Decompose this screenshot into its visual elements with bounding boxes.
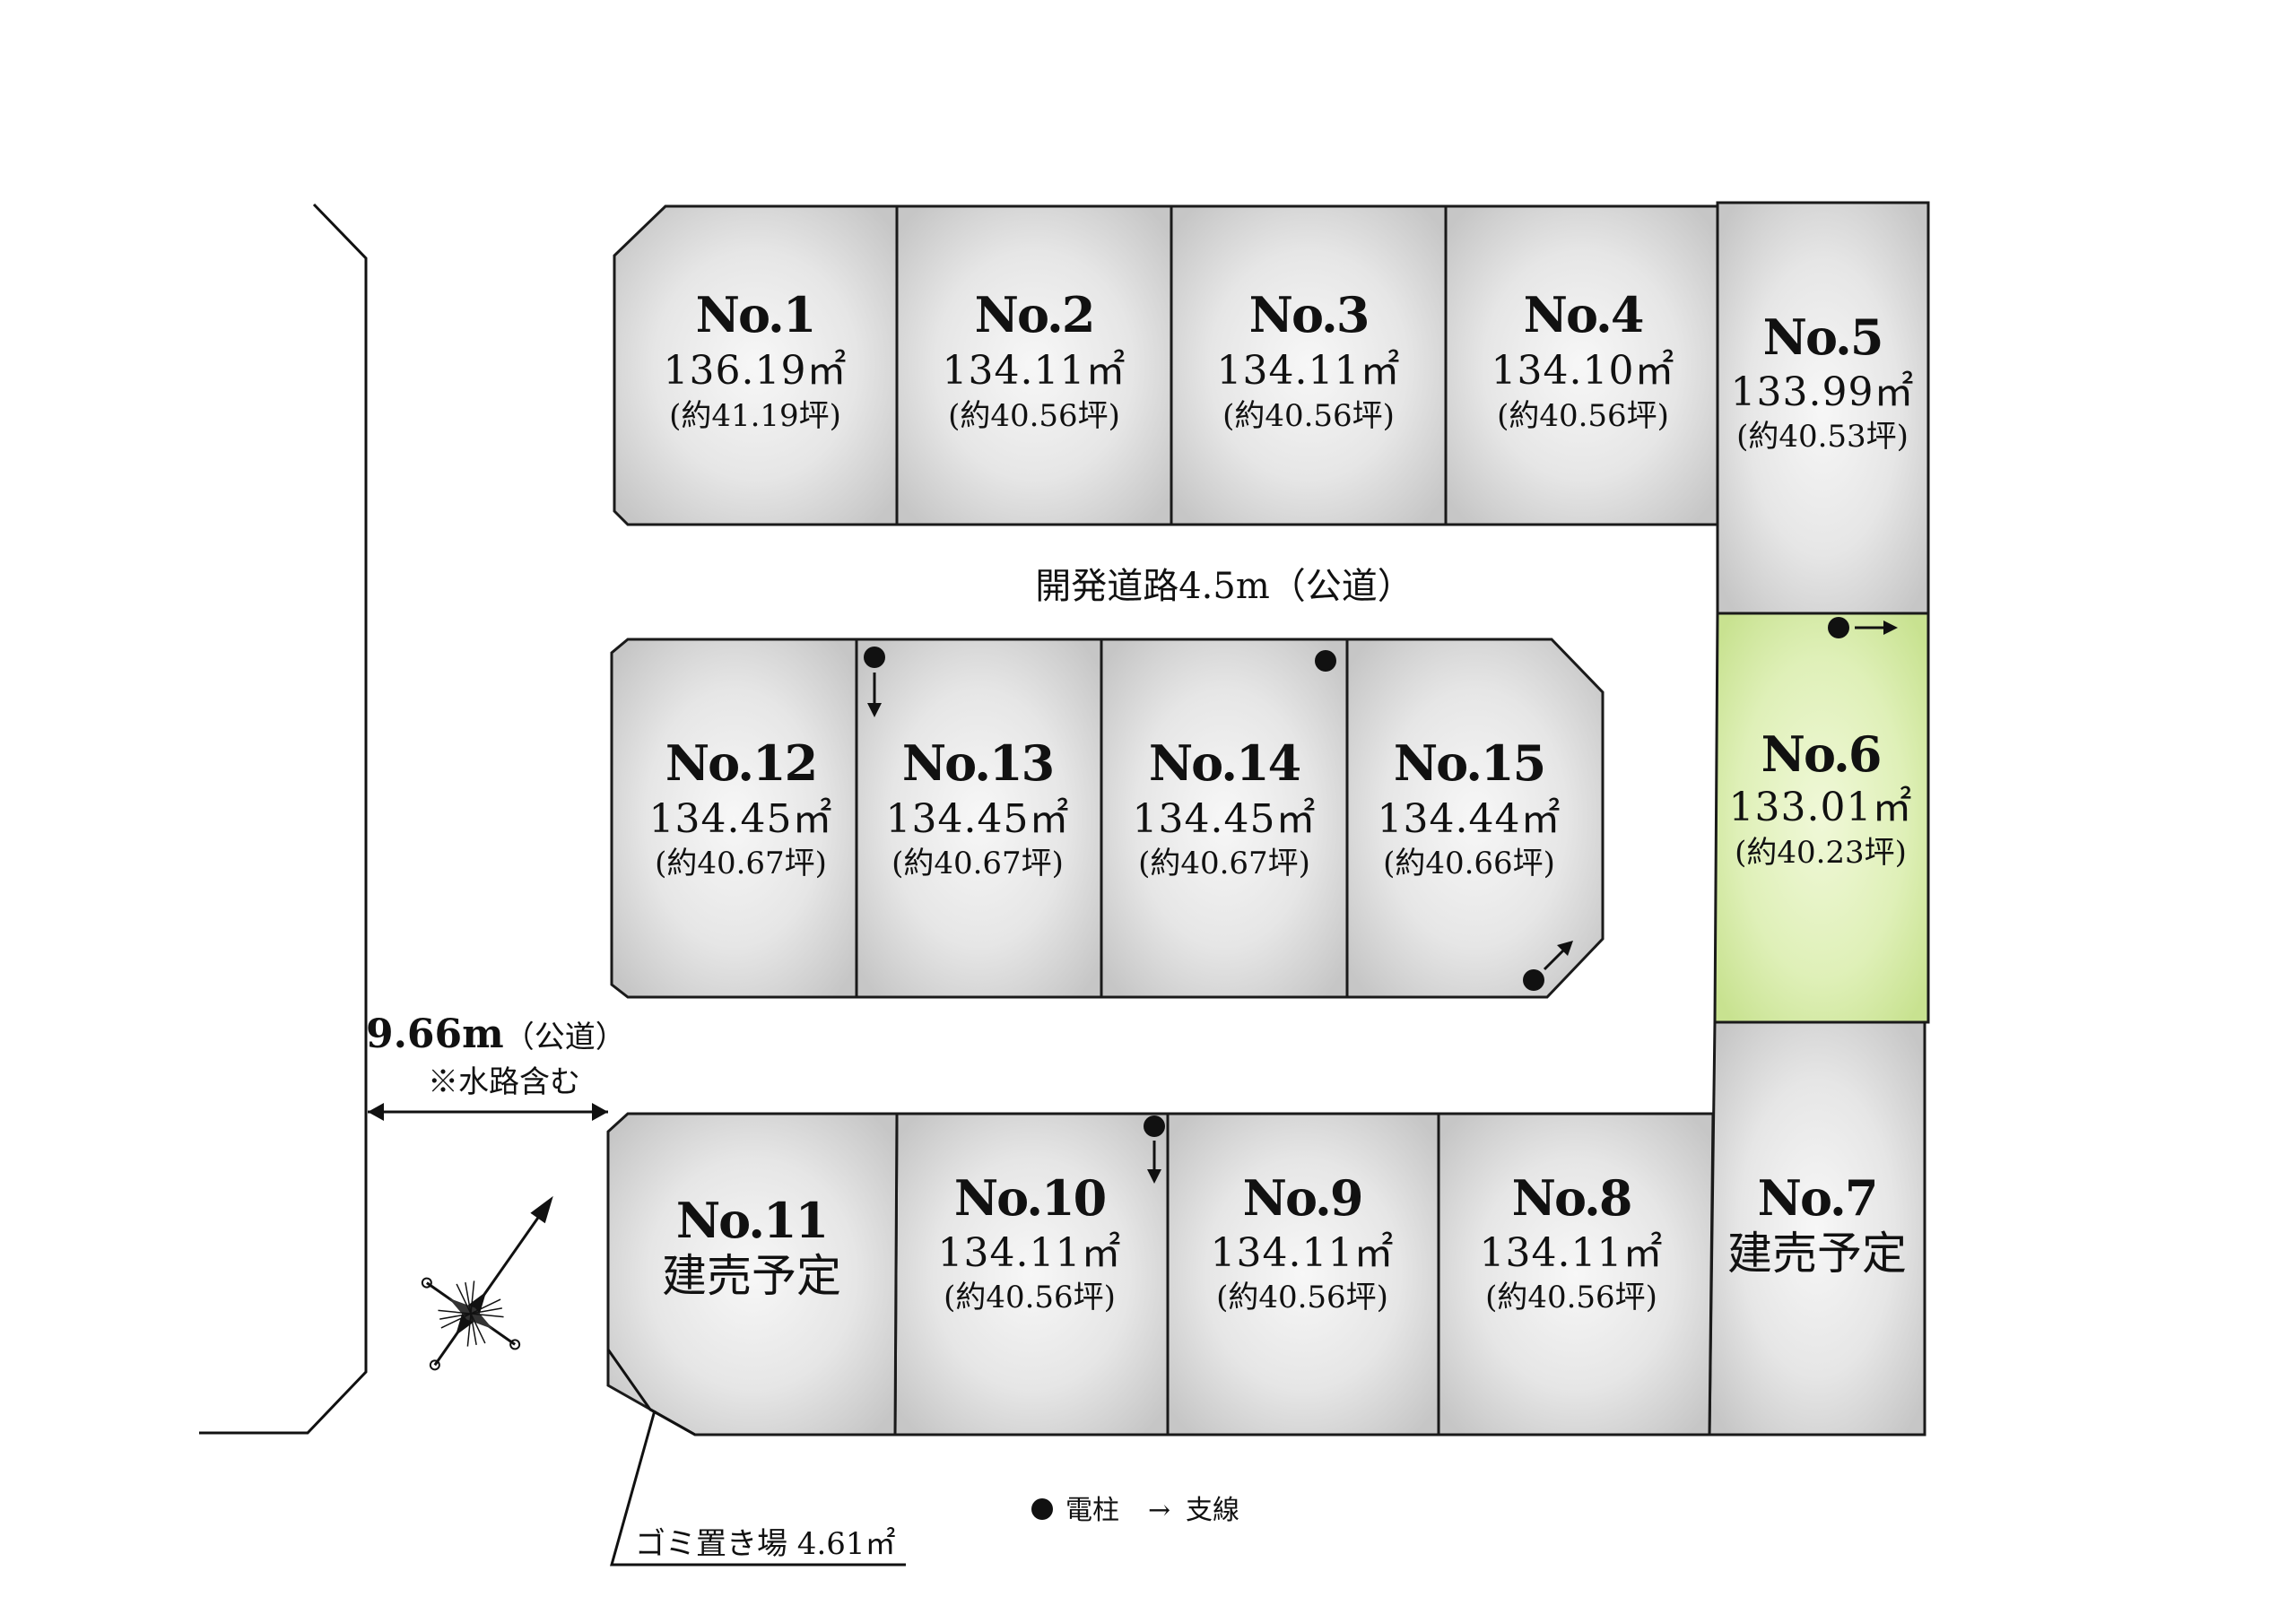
lot-3-label: No.3 134.11㎡ (約40.56坪) [1217,286,1401,434]
lot-11-label: No.11 建売予定 [662,1192,841,1302]
lot-7-label: No.7 建売予定 [1727,1169,1907,1280]
lot-tsubo: (約40.53坪) [1736,419,1909,455]
utility-pole-icon [864,647,885,668]
lot-12-label: No.12 134.45㎡ (約40.67坪) [649,734,833,881]
guy-wire-arrow-icon [1147,1141,1161,1184]
legend-pole-label: 電柱 [1065,1495,1119,1526]
lot-note: 建売予定 [1727,1228,1907,1280]
lot-number: No.7 [1758,1169,1877,1227]
garbage-area-outline [606,1349,696,1436]
legend: 電柱 → 支線 [1031,1495,1239,1526]
public-road-width-label: 9.66m（公道） [366,1011,626,1057]
lot-tsubo: (約40.23坪) [1735,835,1907,871]
lot-area: 134.11㎡ [1211,1230,1395,1276]
public-road-note: ※水路含む [428,1064,580,1100]
legend-pole-icon [1031,1498,1053,1520]
lot-number: No.13 [902,734,1053,792]
lot-labels: No.1 136.19㎡ (約41.19坪) No.2 134.11㎡ (約40… [649,286,1915,1315]
road-boundary-left [199,203,368,1435]
guy-wire-arrow-icon [1855,621,1898,635]
utility-pole-icon [1828,617,1849,638]
lot-number: No.4 [1524,286,1643,343]
lot-area: 134.45㎡ [1133,796,1317,842]
lot-number: No.14 [1149,734,1300,792]
public-road-type: （公道） [504,1020,626,1055]
lot-15-label: No.15 134.44㎡ (約40.66坪) [1378,734,1561,881]
lot-number: No.8 [1512,1169,1631,1227]
garbage-area-label: ゴミ置き場 4.61㎡ [635,1526,896,1562]
lot-15[interactable] [1345,638,1605,999]
lot-number: No.12 [665,734,816,792]
lot-1-label: No.1 136.19㎡ (約41.19坪) [664,286,848,434]
garbage-area-callout: ゴミ置き場 4.61㎡ [610,1410,906,1567]
lot-14-label: No.14 134.45㎡ (約40.67坪) [1133,734,1317,881]
lot-tsubo: (約40.67坪) [1138,846,1310,881]
lot-area: 134.11㎡ [1217,348,1401,394]
lot-area: 133.01㎡ [1729,785,1913,830]
utility-pole-icon [1315,650,1336,672]
lot-number: No.9 [1243,1169,1362,1227]
lot-8-label: No.8 134.11㎡ (約40.56坪) [1480,1169,1664,1315]
lot-tsubo: (約40.66坪) [1383,846,1555,881]
lot-tsubo: (約40.56坪) [1485,1280,1657,1315]
lot-note: 建売予定 [662,1250,841,1302]
lot-number: No.6 [1761,725,1881,783]
lot-area: 136.19㎡ [664,348,848,394]
lot-tsubo: (約41.19坪) [669,398,841,434]
lot-area: 134.45㎡ [649,796,833,842]
dev-road-label: 開発道路4.5m（公道） [1035,566,1413,607]
lot-area: 134.11㎡ [943,348,1126,394]
lot-area: 134.45㎡ [886,796,1070,842]
road-width-dimension [368,1103,608,1121]
lot-5-label: No.5 133.99㎡ (約40.53坪) [1731,308,1915,455]
lot-number: No.11 [676,1192,827,1249]
utility-pole-icon [1144,1115,1165,1137]
lot-9-label: No.9 134.11㎡ (約40.56坪) [1211,1169,1395,1315]
lot-tsubo: (約40.67坪) [655,846,827,881]
lot-number: No.5 [1763,308,1883,366]
lot-tsubo: (約40.56坪) [1216,1280,1388,1315]
lot-number: No.3 [1249,286,1369,343]
lot-number: No.15 [1394,734,1544,792]
guy-wire-arrow-icon [1543,941,1573,971]
lot-4-label: No.4 134.10㎡ (約40.56坪) [1492,286,1675,434]
lot-tsubo: (約40.56坪) [944,1280,1116,1315]
lot-10-label: No.10 134.11㎡ (約40.56坪) [938,1169,1122,1315]
north-arrow-compass-rose-icon [421,1195,553,1371]
lot-6[interactable] [1713,612,1930,1024]
lot-area: 134.10㎡ [1492,348,1675,394]
legend-guy-wire-label: 支線 [1186,1495,1239,1526]
lot-6-label: No.6 133.01㎡ (約40.23坪) [1729,725,1913,871]
lot-area: 133.99㎡ [1731,369,1915,415]
lot-number: No.1 [696,286,815,343]
legend-arrow-icon: → [1148,1495,1170,1526]
lot-layer [606,201,1930,1436]
lot-number: No.10 [954,1169,1106,1227]
lot-2-label: No.2 134.11㎡ (約40.56坪) [943,286,1126,434]
lot-13-label: No.13 134.45㎡ (約40.67坪) [886,734,1070,881]
lot-tsubo: (約40.56坪) [1222,398,1395,434]
utility-pole-icon [1523,969,1544,991]
lot-area: 134.44㎡ [1378,796,1561,842]
lot-area: 134.11㎡ [1480,1230,1664,1276]
lot-tsubo: (約40.67坪) [891,846,1064,881]
lot-number: No.2 [975,286,1094,343]
lot-tsubo: (約40.56坪) [948,398,1120,434]
lot-area: 134.11㎡ [938,1230,1122,1276]
utility-poles [864,617,1898,1184]
guy-wire-arrow-icon [867,673,882,717]
public-road-width: 9.66m [366,1011,504,1057]
lot-tsubo: (約40.56坪) [1497,398,1669,434]
